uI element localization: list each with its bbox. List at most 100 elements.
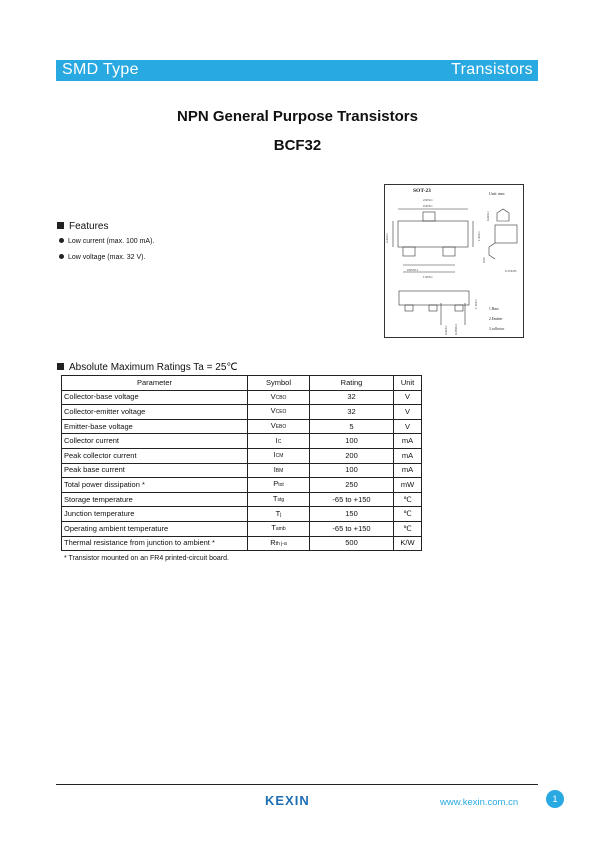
footer-divider — [56, 784, 538, 785]
part-number: BCF32 — [273, 137, 322, 154]
symbol-text: T — [271, 523, 276, 533]
symbol-subscript: th j-a — [275, 540, 287, 547]
symbol-cell: IC — [247, 433, 310, 449]
symbol-cell: VEBO — [247, 418, 310, 435]
side-lead-top — [496, 208, 510, 222]
symbol-cell: Rth j-a — [247, 535, 310, 552]
feature-text: Low current (max. 100 mA). — [68, 238, 155, 245]
symbol-text: T — [272, 494, 278, 504]
symbol-text: V — [270, 391, 276, 401]
page-number-badge: 1 — [546, 790, 564, 808]
symbol-cell: VCBO — [247, 389, 310, 406]
dim-label: 0.4±0.1 — [486, 211, 490, 221]
symbol-cell: Tstg — [247, 491, 310, 508]
symbol-subscript: EBO — [275, 424, 287, 431]
column-header: Symbol — [247, 375, 310, 391]
pin-label: 2.Emitter — [489, 317, 503, 321]
param-cell: Storage temperature — [61, 491, 248, 508]
bullet-icon — [59, 253, 64, 259]
ratings-heading-text: Absolute Maximum Ratings Ta = 25℃ — [69, 362, 238, 373]
dim-label: 0.38±0.1 — [454, 323, 458, 335]
param-cell: Peak collector current — [61, 447, 248, 464]
symbol-text: R — [270, 537, 276, 547]
column-header: Parameter — [61, 375, 248, 391]
param-cell: Collector-emitter voltage — [61, 404, 248, 420]
rating-cell: 5 — [309, 418, 394, 435]
square-bullet-icon — [57, 362, 64, 370]
param-cell: Thermal resistance from junction to ambi… — [61, 535, 248, 552]
package-drawing: SOT-23 Unit: mm 2.9±0.1 0.4±0.1 2.4±0.1 … — [384, 184, 524, 338]
feature-item: Low voltage (max. 32 V). — [59, 253, 146, 261]
unit-cell: V — [393, 418, 422, 435]
dim-label: 0.1±0.05 — [505, 269, 517, 273]
symbol-cell: VCEO — [247, 404, 310, 420]
features-heading-text: Features — [69, 221, 109, 232]
pin3-lead-top — [422, 211, 436, 222]
unit-cell: ℃ — [393, 491, 422, 508]
symbol-subscript: j — [280, 511, 282, 518]
rating-cell: 250 — [309, 477, 394, 493]
symbol-subscript: C — [277, 438, 282, 445]
dim-label: 0.4±0.1 — [423, 204, 433, 208]
symbol-cell: IBM — [247, 462, 310, 479]
symbol-subscript: CEO — [275, 409, 287, 416]
dim-label: 0.55 — [482, 257, 486, 263]
feature-item: Low current (max. 100 mA). — [59, 237, 155, 245]
side-lead-bottom — [488, 242, 496, 260]
symbol-subscript: BM — [275, 467, 284, 474]
symbol-text: I — [273, 450, 276, 460]
dim-label: 1.3±0.1 — [477, 231, 481, 241]
rating-cell: -65 to +150 — [309, 491, 394, 508]
footnote: * Transistor mounted on an FR4 printed-c… — [64, 555, 229, 562]
features-heading: Features — [57, 221, 108, 232]
website-link[interactable]: www.kexin.com.cn — [440, 797, 519, 808]
symbol-subscript: CM — [275, 453, 284, 460]
pin-label: 3.collector — [489, 327, 505, 331]
param-cell: Collector-base voltage — [61, 389, 248, 406]
symbol-cell: ICM — [247, 447, 310, 464]
unit-cell: K/W — [393, 535, 422, 552]
symbol-text: I — [273, 464, 276, 474]
pin-label: 1.Base — [489, 307, 499, 311]
dim-label: 2.4±0.1 — [385, 233, 389, 243]
unit-cell: mW — [393, 477, 422, 493]
package-body-top-view — [397, 220, 469, 248]
symbol-subscript: tot — [278, 482, 284, 489]
pin2-lead — [442, 246, 456, 257]
package-outline-svg: SOT-23 Unit: mm 2.9±0.1 0.4±0.1 2.4±0.1 … — [385, 188, 518, 335]
param-cell: Emitter-base voltage — [61, 418, 248, 435]
column-header: Rating — [309, 375, 394, 391]
symbol-subscript: CBO — [275, 394, 287, 401]
rating-cell: 500 — [309, 535, 394, 552]
package-unit: Unit: mm — [489, 191, 505, 196]
unit-cell: mA — [393, 462, 422, 479]
unit-cell: mA — [393, 433, 422, 449]
param-cell: Total power dissipation * — [61, 477, 248, 493]
symbol-subscript: stg — [277, 497, 285, 504]
param-cell: Operating ambient temperature — [61, 520, 248, 537]
rating-cell: 32 — [309, 389, 394, 406]
param-cell: Collector current — [61, 433, 248, 449]
bullet-icon — [59, 237, 64, 243]
package-body-side-view — [494, 224, 518, 244]
param-cell: Junction temperature — [61, 506, 248, 522]
dim-label: 2.9±0.1 — [423, 198, 433, 202]
dim-label: 0.95±0.1 — [407, 268, 419, 272]
symbol-cell: Ptot — [247, 477, 310, 493]
unit-cell: ℃ — [393, 506, 422, 522]
rating-cell: 100 — [309, 462, 394, 479]
dim-label: 1.1±0.1 — [474, 299, 478, 309]
feature-text: Low voltage (max. 32 V). — [68, 254, 146, 261]
unit-cell: V — [393, 389, 422, 406]
table-row: Thermal resistance from junction to ambi… — [61, 535, 422, 552]
header-category: SMD Type — [62, 61, 139, 78]
